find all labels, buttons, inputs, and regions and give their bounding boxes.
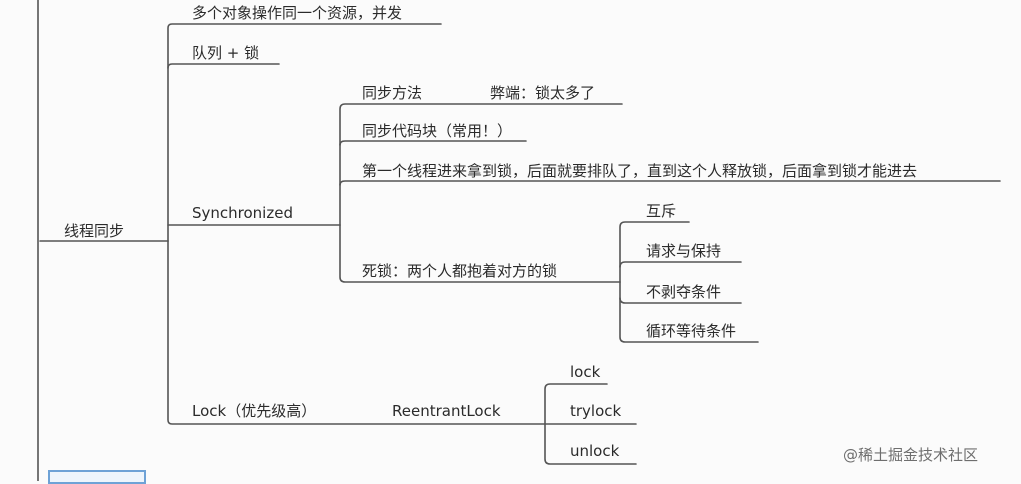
node-cond-no-preempt[interactable]: 不剥夺条件 bbox=[646, 283, 722, 301]
node-unlock-op[interactable]: unlock bbox=[570, 442, 620, 460]
link-queue bbox=[167, 63, 280, 69]
lock-trunk bbox=[544, 383, 608, 425]
node-queue[interactable]: 队列 + 锁 bbox=[192, 44, 260, 62]
node-reentrantlock[interactable]: ReentrantLock bbox=[392, 402, 501, 420]
link-deadlock bbox=[339, 224, 621, 283]
node-cond-circular[interactable]: 循环等待条件 bbox=[646, 322, 737, 340]
root-node[interactable]: 线程同步 bbox=[64, 222, 125, 240]
node-concurrency[interactable]: 多个对象操作同一个资源，并发 bbox=[192, 4, 403, 22]
link-lock bbox=[167, 240, 546, 425]
node-trylock-op[interactable]: trylock bbox=[570, 402, 622, 420]
node-cond-hold-wait[interactable]: 请求与保持 bbox=[646, 242, 722, 260]
node-sync-method-note[interactable]: 弊端：锁太多了 bbox=[490, 84, 596, 102]
deadlock-trunk bbox=[619, 221, 690, 283]
link-cond4 bbox=[619, 297, 759, 343]
node-lock-op[interactable]: lock bbox=[570, 363, 601, 381]
node-synchronized[interactable]: Synchronized bbox=[192, 204, 293, 222]
node-sync-block[interactable]: 同步代码块（常用！） bbox=[362, 122, 513, 140]
selected-node-box[interactable] bbox=[48, 470, 146, 484]
sync-trunk bbox=[339, 103, 623, 226]
node-sync-method[interactable]: 同步方法 bbox=[362, 84, 423, 102]
root-trunk bbox=[167, 23, 442, 242]
node-sync-flow[interactable]: 第一个线程进来拿到锁，后面就要排队了，直到这个人释放锁，后面拿到锁才能进去 bbox=[362, 162, 918, 180]
link-sync-block bbox=[339, 140, 527, 146]
link-cond2 bbox=[619, 261, 742, 268]
link-unlock bbox=[544, 423, 637, 465]
node-lock[interactable]: Lock（优先级高） bbox=[192, 402, 317, 420]
link-sync-flow bbox=[339, 180, 1001, 186]
node-cond-mutex[interactable]: 互斥 bbox=[646, 202, 677, 220]
watermark: @稀土掘金技术社区 bbox=[843, 446, 979, 464]
node-deadlock[interactable]: 死锁：两个人都抱着对方的锁 bbox=[362, 262, 558, 280]
